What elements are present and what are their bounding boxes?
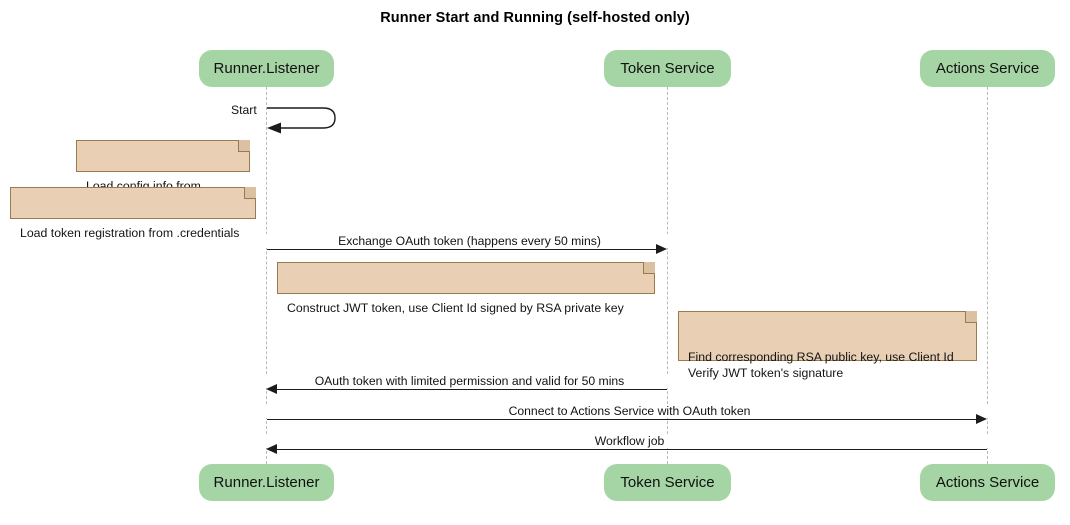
message-label-oauth-token-reply: OAuth token with limited permission and … [266,374,673,388]
lifeline-runner-listener [266,87,267,464]
note-fold-corner-icon [244,187,256,199]
participant-token-service-bottom[interactable]: Token Service [604,464,731,501]
note-load-token-registration: Load token registration from .credential… [10,187,256,240]
note-text: Construct JWT token, use Client Id signe… [287,301,624,315]
note-construct-jwt: Construct JWT token, use Client Id signe… [277,262,655,315]
note-text: Load token registration from .credential… [20,226,240,240]
message-arrowhead-workflow-job [266,444,277,454]
lifeline-token-service [667,87,668,464]
note-load-config: Load config info from .runner [76,140,250,209]
note-verify-jwt: Find corresponding RSA public key, use C… [678,311,977,380]
participant-token-service-top[interactable]: Token Service [604,50,731,87]
note-text: Find corresponding RSA public key, use C… [688,350,954,380]
participant-actions-service-top[interactable]: Actions Service [920,50,1055,87]
message-label-workflow-job: Workflow job [266,434,993,448]
message-line-oauth-token-reply [277,389,667,390]
message-label-exchange-oauth-token: Exchange OAuth token (happens every 50 m… [266,234,673,248]
participant-label: Actions Service [935,60,1040,77]
participant-label: Actions Service [935,474,1040,491]
message-label-connect-actions-service: Connect to Actions Service with OAuth to… [266,404,993,418]
message-self-loop-start [265,102,345,134]
participant-runner-listener-bottom[interactable]: Runner.Listener [199,464,334,501]
lifeline-actions-service [987,87,988,464]
message-line-exchange-oauth-token [267,249,657,250]
message-arrowhead-exchange-oauth-token [656,244,667,254]
message-arrowhead-oauth-token-reply [266,384,277,394]
participant-label: Runner.Listener [213,474,320,491]
message-line-connect-actions-service [267,419,977,420]
note-fold-corner-icon [965,311,977,323]
participant-label: Token Service [620,60,715,77]
participant-actions-service-bottom[interactable]: Actions Service [920,464,1055,501]
note-fold-corner-icon [643,262,655,274]
message-label-start: Start [228,103,260,117]
note-fold-corner-icon [238,140,250,152]
message-line-workflow-job [277,449,987,450]
participant-runner-listener-top[interactable]: Runner.Listener [199,50,334,87]
message-arrowhead-connect-actions-service [976,414,987,424]
diagram-title: Runner Start and Running (self-hosted on… [380,10,690,26]
participant-label: Token Service [620,474,715,491]
participant-label: Runner.Listener [213,60,320,77]
